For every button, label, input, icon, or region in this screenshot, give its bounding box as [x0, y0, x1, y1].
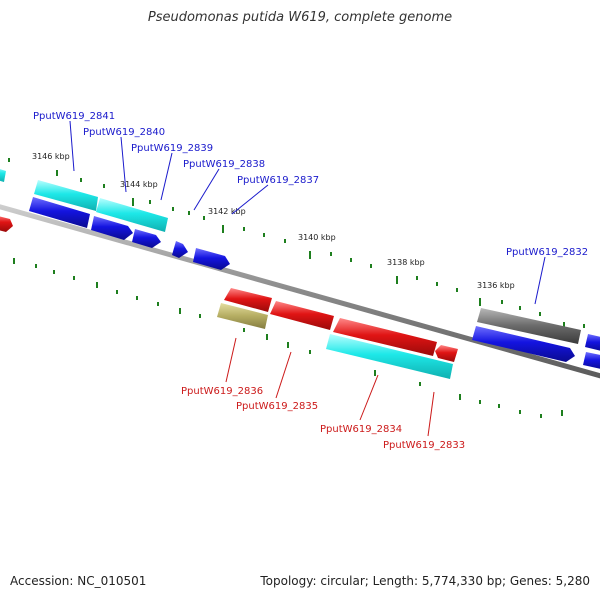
- gene-arrow-2833-red[interactable]: [435, 345, 458, 362]
- gene-label-2835: PputW619_2835: [236, 401, 318, 412]
- gene-arrow-2834[interactable]: [326, 334, 453, 379]
- gene-label-2838: PputW619_2838: [183, 159, 265, 170]
- gene-label-2839: PputW619_2839: [131, 143, 213, 154]
- label-leaders-forward: [69, 120, 546, 305]
- genome-backbone: [0, 204, 600, 379]
- reverse-strand-track: [0, 214, 458, 379]
- position-label-3144: 3144 kbp: [120, 180, 158, 189]
- label-leaders-reverse: [225, 337, 435, 437]
- gene-arrow-edge-left-red[interactable]: [0, 214, 13, 232]
- position-label-3140: 3140 kbp: [298, 233, 336, 242]
- gene-label-2832: PputW619_2832: [506, 247, 588, 258]
- gene-arrow-edge-right[interactable]: [585, 334, 600, 352]
- gene-arrow-2834-red[interactable]: [333, 318, 437, 356]
- gene-label-2833: PputW619_2833: [383, 440, 465, 451]
- accession-text: Accession: NC_010501: [10, 574, 147, 588]
- gene-label-2834: PputW619_2834: [320, 424, 402, 435]
- gene-arrow-2840[interactable]: [96, 198, 168, 232]
- gene-arrow-2832[interactable]: [477, 308, 581, 344]
- gene-arrow-edge-right-2[interactable]: [583, 352, 600, 370]
- gene-arrow-2835[interactable]: [270, 301, 334, 330]
- gene-arrow-2841[interactable]: [34, 180, 98, 211]
- gene-arrow-blue-2[interactable]: [91, 216, 133, 240]
- outer-tick-track: [8, 158, 585, 330]
- position-label-3142: 3142 kbp: [208, 207, 246, 216]
- forward-strand-track: [0, 166, 600, 370]
- map-title: Pseudomonas putida W619, complete genome: [147, 10, 453, 25]
- position-label-3136: 3136 kbp: [477, 281, 515, 290]
- gene-arrow-2837[interactable]: [193, 248, 230, 270]
- gene-label-2841: PputW619_2841: [33, 111, 115, 122]
- gene-arrow-blue-3[interactable]: [132, 229, 161, 248]
- gene-label-2837: PputW619_2837: [237, 175, 319, 186]
- gene-label-2840: PputW619_2840: [83, 127, 165, 138]
- gene-arrow-2836[interactable]: [217, 303, 268, 329]
- gene-arrow-2836-red[interactable]: [224, 288, 272, 312]
- gene-arrow-2838[interactable]: [172, 241, 188, 258]
- position-label-3138: 3138 kbp: [387, 258, 425, 267]
- gene-arrow[interactable]: [0, 166, 6, 182]
- position-label-3146: 3146 kbp: [32, 152, 70, 161]
- gene-label-2836: PputW619_2836: [181, 386, 263, 397]
- gene-arrow-blue-1[interactable]: [29, 197, 90, 228]
- genome-summary-text: Topology: circular; Length: 5,774,330 bp…: [260, 574, 590, 588]
- inner-tick-track: [13, 258, 563, 418]
- gene-arrow-blue-2832[interactable]: [472, 326, 575, 362]
